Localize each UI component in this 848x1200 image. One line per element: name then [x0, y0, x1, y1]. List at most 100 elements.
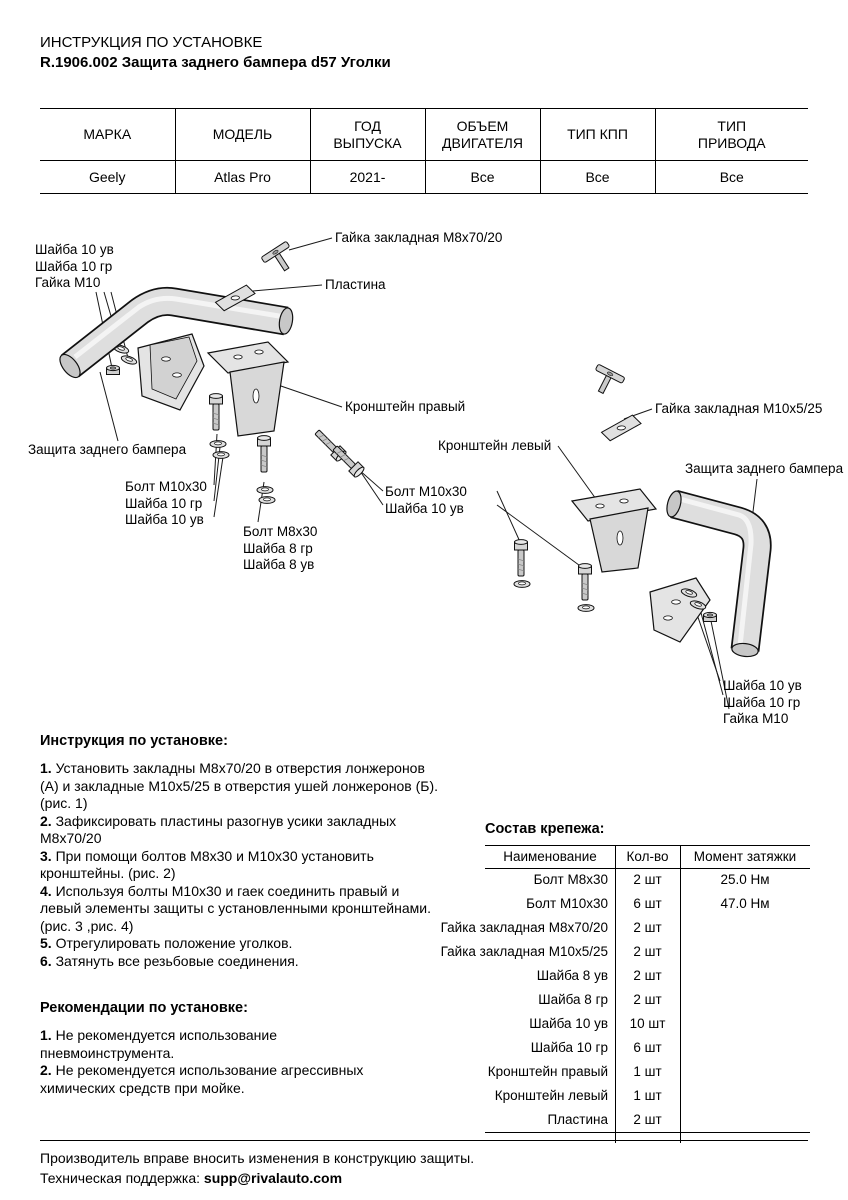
installation-recommendations: Рекомендации по установке: 1. Не рекомен…: [40, 1000, 420, 1097]
hw-name: Гайка закладная М8х70/20: [440, 920, 608, 935]
hw-qty: 2 шт: [633, 920, 662, 935]
right-guard-tube: [666, 489, 772, 658]
bolt-part: [329, 442, 366, 479]
right-guard-assembly: [513, 363, 772, 658]
document-header: ИНСТРУКЦИЯ ПО УСТАНОВКЕ R.1906.002 Защит…: [40, 33, 391, 73]
step-number: 6.: [40, 952, 52, 969]
washer-part: [513, 580, 531, 588]
step-text: Используя болты М10х30 и гаек соединить …: [40, 882, 431, 934]
spec-header-model: МОДЕЛЬ: [174, 108, 311, 161]
left-guard-assembly: [59, 240, 366, 504]
instruction-step: 5. Отрегулировать положение уголков.: [40, 935, 440, 953]
support-email: supp@rivalauto.com: [203, 1170, 343, 1186]
bolt-part: [209, 393, 223, 431]
spec-data-row: Geely Atlas Pro 2021- Все Все Все: [40, 160, 808, 194]
diagram-label-bracket-right: Кронштейн правый: [345, 399, 466, 414]
diagram-label-guard-right: Защита заднего бампера: [685, 461, 844, 476]
hw-qty: 1 шт: [633, 1064, 662, 1079]
spec-header-brand: МАРКА: [40, 108, 176, 161]
hw-qty: 2 шт: [633, 968, 662, 983]
hw-qty: 2 шт: [633, 1112, 662, 1127]
step-number: 5.: [40, 935, 52, 951]
exploded-view-diagram: Гайка закладная М8х70/20 Шайба 10 ув Шай…: [0, 200, 848, 740]
spec-cell-drive: Все: [654, 160, 808, 194]
hw-name: Гайка закладная М10х5/25: [440, 944, 608, 959]
step-number: 2.: [40, 812, 52, 829]
spec-cell-brand: Geely: [40, 160, 176, 194]
toggle-bolt-part: [586, 363, 626, 400]
hw-row: Шайба 8 ув 2 шт: [447, 964, 810, 988]
table-border: [485, 1132, 810, 1133]
spec-cell-gearbox: Все: [539, 160, 656, 194]
installation-instructions: Инструкция по установке: 1. Установить з…: [40, 733, 440, 970]
hw-qty: 1 шт: [633, 1088, 662, 1103]
diagram-label-bolt-m10-pair: Болт М10х30 Шайба 10 ув: [385, 484, 467, 516]
footer-support: Техническая поддержка: supp@rivalauto.co…: [40, 1168, 474, 1188]
hw-name: Кронштейн левый: [494, 1088, 608, 1103]
inner-bracket: [137, 333, 205, 411]
bolt-part: [514, 539, 528, 577]
diagram-label-gasket-m8: Гайка закладная М8х70/20: [335, 230, 503, 245]
bolt-part: [578, 563, 592, 601]
right-bracket: [206, 341, 290, 437]
washer-part: [256, 486, 274, 494]
toggle-bolt-part: [260, 240, 300, 279]
instructions-title: Инструкция по установке:: [40, 733, 228, 749]
spec-header-year: ГОД ВЫПУСКА: [309, 108, 426, 161]
table-border: [485, 845, 810, 846]
leader-lines: [95, 237, 758, 710]
hw-col-torque-header: Момент затяжки: [693, 849, 797, 864]
step-number: 1.: [40, 760, 52, 776]
diagram-label-bracket-left: Кронштейн левый: [438, 438, 552, 453]
vehicle-spec-table: МАРКА МОДЕЛЬ ГОД ВЫПУСКА ОБЪЕМ ДВИГАТЕЛЯ…: [40, 108, 808, 194]
hw-name: Шайба 8 ув: [536, 968, 608, 983]
instruction-step: 4. Используя болты М10х30 и гаек соедини…: [40, 883, 440, 936]
diagram-label-plate: Пластина: [325, 277, 386, 292]
washer-part: [577, 604, 595, 612]
hw-qty: 6 шт: [633, 1040, 662, 1055]
step-text: Затянуть все резьбовые соединения.: [55, 952, 299, 969]
table-divider: [615, 845, 616, 1143]
hw-row: Гайка закладная М10х5/25 2 шт: [441, 940, 810, 964]
hardware-table: Наименование Кол-во Момент затяжки Болт …: [441, 845, 810, 1145]
hw-col-name-header: Наименование: [503, 849, 597, 864]
spec-cell-year: 2021-: [309, 160, 426, 194]
doc-title: ИНСТРУКЦИЯ ПО УСТАНОВКЕ: [40, 34, 263, 51]
spec-cell-engine: Все: [424, 160, 541, 194]
hardware-table-title: Состав крепежа:: [485, 821, 605, 837]
footer-divider: [40, 1140, 808, 1141]
hw-row: Кронштейн левый 1 шт: [447, 1084, 810, 1108]
washer-part: [258, 496, 276, 504]
hw-row: Пластина 2 шт: [447, 1108, 810, 1132]
footer-note: Производитель вправе вносить изменения в…: [40, 1150, 475, 1166]
step-number: 3.: [40, 847, 52, 864]
spec-header-engine: ОБЪЕМ ДВИГАТЕЛЯ: [424, 108, 541, 161]
footer: Производитель вправе вносить изменения в…: [40, 1148, 474, 1188]
hw-name: Болт М10х30: [526, 896, 608, 911]
hw-name: Пластина: [547, 1112, 608, 1127]
hw-torque: 25.0 Нм: [720, 872, 770, 887]
rec-text: Не рекомендуется использование пневмоинс…: [40, 1027, 278, 1061]
hw-qty: 2 шт: [633, 944, 662, 959]
diagram-drawing: [59, 237, 772, 710]
rec-text: Не рекомендуется использование агрессивн…: [40, 1062, 364, 1096]
hw-name: Шайба 10 гр: [530, 1040, 608, 1055]
hw-qty: 6 шт: [633, 896, 662, 911]
diagram-label-guard-left: Защита заднего бампера: [28, 442, 187, 457]
rec-number: 2.: [40, 1062, 52, 1078]
hw-row: Шайба 10 гр 6 шт: [447, 1036, 810, 1060]
instruction-step: 6. Затянуть все резьбовые соединения.: [40, 953, 440, 971]
recommendation-item: 2. Не рекомендуется использование агресс…: [40, 1062, 420, 1097]
hw-qty: 10 шт: [629, 1016, 666, 1031]
instruction-step: 2. Зафиксировать пластины разогнув усики…: [40, 813, 440, 848]
instruction-step: 3. При помощи болтов М8х30 и М10х30 уста…: [40, 848, 440, 883]
diagram-label-washer-stack-left: Шайба 10 ув Шайба 10 гр Гайка М10: [35, 242, 114, 290]
spec-header-row: МАРКА МОДЕЛЬ ГОД ВЫПУСКА ОБЪЕМ ДВИГАТЕЛЯ…: [40, 108, 808, 161]
step-text: Установить закладны М8х70/20 в отверстия…: [40, 760, 439, 811]
table-border: [485, 868, 810, 869]
